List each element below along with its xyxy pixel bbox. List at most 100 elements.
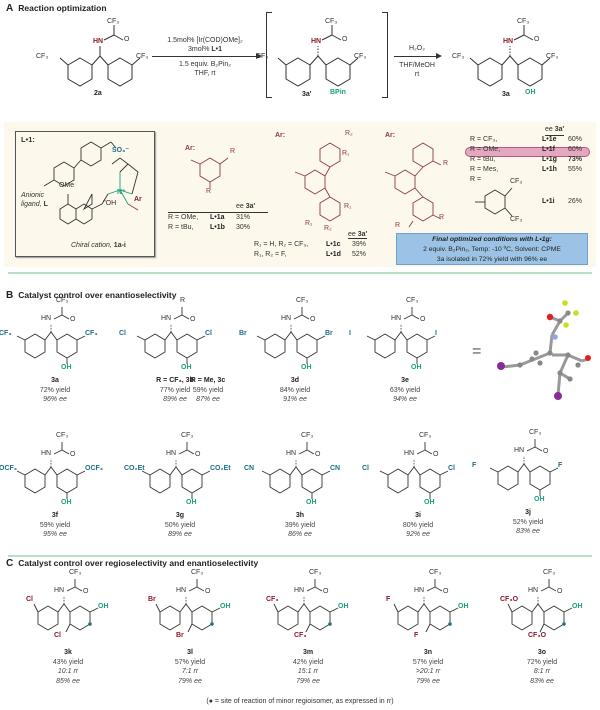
compound-label-3a-prime: 3a' bbox=[302, 91, 312, 98]
hn-label: HN bbox=[161, 315, 172, 322]
compound-data: 3d 84% yield 91% ee bbox=[245, 376, 345, 405]
ee-value: 39% bbox=[352, 241, 367, 248]
compound-structure bbox=[273, 579, 339, 633]
r-value: R₁, R₂ = F, bbox=[254, 251, 287, 258]
final-conditions-result: 3a isolated in 72% yield with 96% ee bbox=[436, 256, 548, 263]
ee-header: ee bbox=[348, 231, 358, 238]
compound-data: 3k 43% yield 10:1 rr 85% ee bbox=[18, 648, 118, 686]
compound-data: 3j 52% yield 83% ee bbox=[478, 508, 578, 537]
arrow-head-icon bbox=[256, 53, 262, 59]
compound-card: CF₃ HN O Cl Cl OH 3i 80% yield 92% ee bbox=[362, 432, 468, 540]
oh-label: OH bbox=[301, 364, 312, 371]
compound-id: 3m bbox=[302, 649, 314, 656]
compound-card: CF₃ HN O CF₃ CF₃ OH 3m 42% yield 15:1 rr… bbox=[258, 569, 358, 685]
rr-value: 10:1 rr bbox=[57, 668, 79, 675]
compound-data: R = CF₃, 3b 77% yield 89% ee bbox=[125, 376, 225, 405]
ee-value: 79% ee bbox=[178, 677, 202, 685]
section-letter: C bbox=[6, 558, 14, 569]
compound-data: 3e 63% yield 94% ee bbox=[355, 376, 455, 405]
oh-label: OH bbox=[411, 364, 422, 371]
acyl-group-label: CF₃ bbox=[69, 569, 82, 576]
compound-card: CF₃ HN O Cl Cl OH 3k 43% yield 10:1 rr 8… bbox=[18, 569, 118, 685]
substituent-label: CF₃ bbox=[266, 596, 279, 603]
hn-label: HN bbox=[294, 587, 305, 594]
cf3-label: CF₃ bbox=[510, 216, 523, 223]
compound-structure bbox=[155, 579, 221, 633]
o-label: O bbox=[310, 316, 316, 323]
footnote: (● = site of reaction of minor regioisom… bbox=[0, 698, 600, 705]
substituent-label: OCF₃ bbox=[0, 465, 18, 472]
compound-id: 3n bbox=[423, 649, 433, 656]
step1-conditions-top: 1.5mol% [Ir(COD)OMe]₂ 3mol% L•1 bbox=[150, 36, 260, 54]
o-label: O bbox=[70, 316, 76, 323]
acyl-group-label: CF₃ bbox=[191, 569, 204, 576]
substituent-label: Cl bbox=[448, 465, 455, 472]
ee-header-3: ee 3a' bbox=[545, 125, 565, 136]
reaction-arrow-2 bbox=[394, 56, 440, 57]
compound-structure bbox=[261, 442, 331, 499]
o-label: O bbox=[443, 588, 449, 595]
rr-value: 8:1 rr bbox=[533, 668, 551, 675]
hn-label: HN bbox=[176, 587, 187, 594]
step1-conditions-bottom: 1.5 equiv. B₂Pin₂ THF, rt bbox=[150, 60, 260, 78]
final-conditions-title: Final optimized conditions with L•1g: bbox=[432, 236, 552, 243]
o-label: O bbox=[315, 451, 321, 458]
hn-label: HN bbox=[528, 587, 539, 594]
ligand-label: ligand, bbox=[21, 201, 44, 208]
optimal-ligand-highlight bbox=[465, 147, 590, 157]
ligand-id: L•1f bbox=[542, 146, 555, 153]
r-value: R = tBu, bbox=[168, 224, 194, 231]
r-label: R bbox=[439, 214, 445, 221]
ee-value: 96% ee bbox=[43, 396, 67, 403]
r-value: R = CF₃, bbox=[470, 136, 498, 143]
r-label: R bbox=[443, 160, 449, 167]
cf3-label: CF₃ bbox=[517, 18, 530, 25]
o-label: O bbox=[205, 588, 211, 595]
rr-value: 7:1 rr bbox=[181, 668, 199, 675]
compound-id: 3h bbox=[295, 512, 305, 519]
section-title-text: Catalyst control over regioselectivity a… bbox=[18, 558, 259, 568]
compound-id: 3k bbox=[64, 649, 72, 656]
ligand-id: L•1c bbox=[326, 241, 341, 248]
o-label: O bbox=[190, 316, 196, 323]
ee-value: 79% ee bbox=[416, 677, 440, 685]
regioisomer-site-icon bbox=[88, 622, 92, 626]
ee-header-compound: 3a' bbox=[357, 231, 368, 238]
compound-structure bbox=[507, 579, 573, 633]
compound-card: CF₃ HN O OCF₃ OCF₃ OH 3f 59% yield 95% e… bbox=[0, 432, 105, 540]
left-bracket bbox=[266, 12, 272, 98]
ee-value: 87% ee bbox=[196, 396, 220, 403]
equals-sign: = bbox=[472, 343, 482, 360]
yield-value: 57% yield bbox=[412, 658, 444, 666]
iodine-atom bbox=[497, 362, 505, 370]
compound-id: R = Me, 3c bbox=[190, 377, 226, 384]
acyl-group-label: CF₃ bbox=[56, 297, 69, 304]
yield-value: 59% yield bbox=[192, 386, 224, 394]
compound-card: CF₃ HN O I I OH 3e 63% yield 94% ee bbox=[349, 297, 455, 405]
hn-label: HN bbox=[514, 447, 525, 454]
cf3-label: CF₃ bbox=[452, 53, 465, 60]
chiral-cation-label: Chiral cation, bbox=[71, 242, 114, 249]
substituent-label: CF₃ bbox=[0, 330, 12, 337]
reaction-arrow-1 bbox=[152, 56, 260, 57]
yield-value: 42% yield bbox=[292, 658, 324, 666]
compound-card: R HN O Cl Cl OH R = CF₃, 3b 77% yield 89… bbox=[119, 297, 225, 405]
compound-id: 3i bbox=[415, 512, 421, 519]
compound-id: 3d bbox=[290, 377, 300, 384]
oh-label: OH bbox=[220, 603, 231, 610]
compound-card: CF₃ HN O F F OH 3n 57% yield >20:1 rr 79… bbox=[378, 569, 478, 685]
hn-label: HN bbox=[391, 315, 402, 322]
hn-label: HN bbox=[503, 38, 514, 45]
oh-label: OH bbox=[98, 603, 109, 610]
aryl-structure-3 bbox=[384, 142, 442, 228]
substituent-label: Cl bbox=[205, 330, 212, 337]
footnote-text: (● = site of reaction of minor regioisom… bbox=[206, 698, 394, 705]
cf3-label: CF₃ bbox=[510, 178, 523, 185]
ee-value: 55% bbox=[568, 166, 583, 173]
reagent-text: 1.5 equiv. B₂Pin₂ bbox=[178, 61, 231, 68]
ee-value: 52% bbox=[352, 251, 367, 258]
